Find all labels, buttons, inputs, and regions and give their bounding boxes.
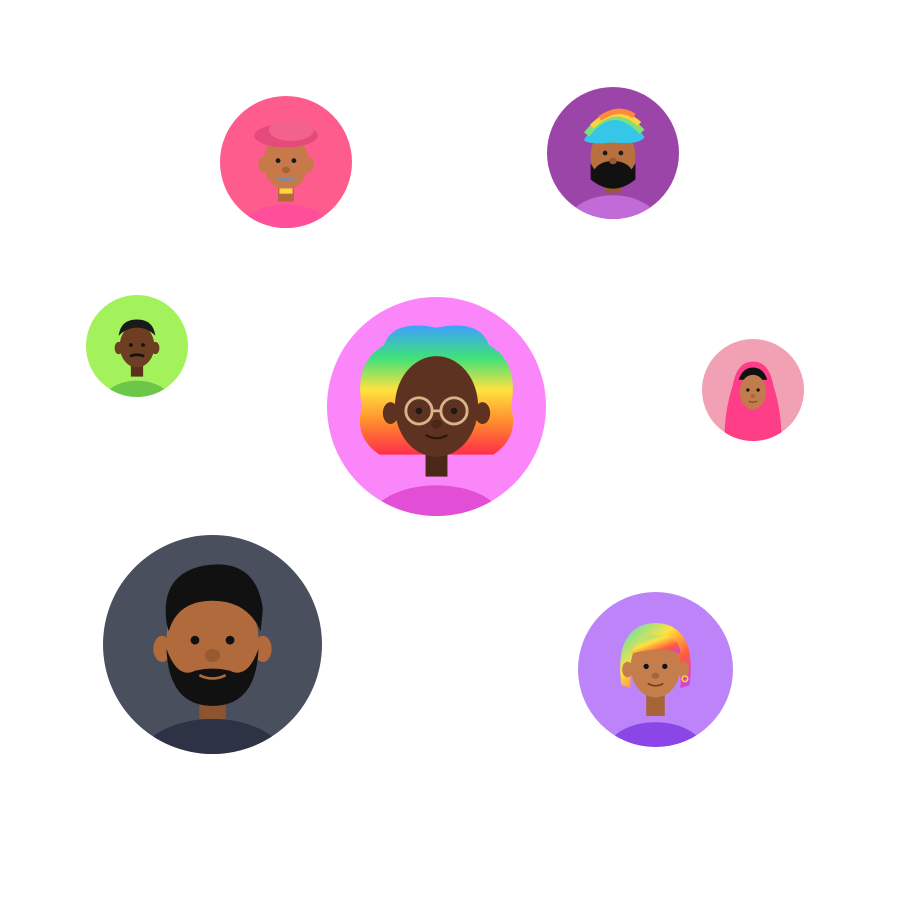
avatar-rainbow-hair [327, 297, 546, 516]
avatar-green [86, 295, 188, 397]
avatar-turban-icon [547, 87, 679, 219]
avatar-purple-bob-icon [578, 592, 733, 747]
avatar-beret [220, 96, 352, 228]
avatar-purple-bob [578, 592, 733, 747]
avatar-hijab [702, 339, 804, 441]
avatar-green-icon [86, 295, 188, 397]
avatar-rainbow-hair-icon [327, 297, 546, 516]
avatar-hijab-icon [702, 339, 804, 441]
avatar-turban [547, 87, 679, 219]
avatar-bearded-man-icon [103, 535, 322, 754]
avatar-bearded-man [103, 535, 322, 754]
avatar-beret-icon [220, 96, 352, 228]
